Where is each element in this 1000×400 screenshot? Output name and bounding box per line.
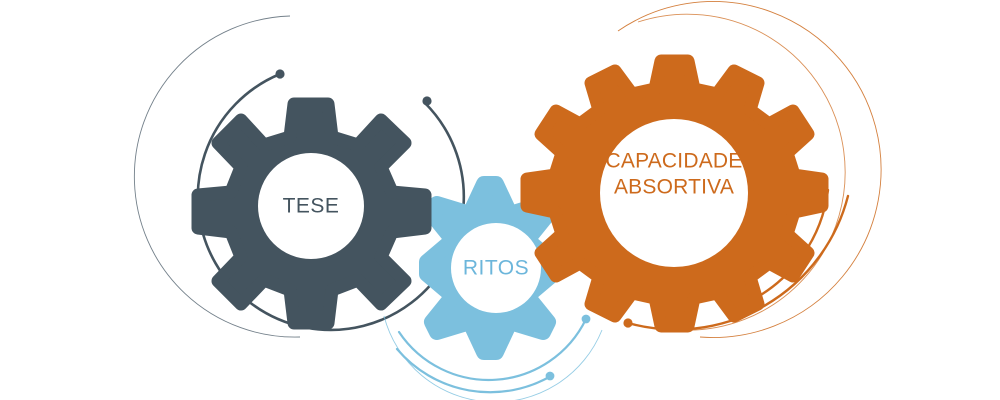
gear-tese-label: TESE [283, 195, 340, 218]
gear-tese-hub-icon [258, 153, 364, 259]
gear-tese[interactable]: TESE [191, 97, 432, 330]
arc-orange-mid-thin-icon [637, 13, 846, 331]
gear-capacidade-absortiva[interactable]: CAPACIDADE ABSORTIVA [520, 54, 829, 333]
arc-orange-outer-thin-icon [617, 1, 882, 338]
arc-orange-dot-lower-icon [623, 318, 633, 328]
arc-dark-dot-end-icon [422, 96, 432, 106]
arc-blue-dot-lower-icon [545, 371, 555, 381]
arc-blue-dot-upper-icon [581, 314, 591, 324]
gear-capacidade-label-line2: ABSORTIVA [614, 176, 734, 199]
gear-capacidade-label-line1: CAPACIDADE [606, 150, 743, 173]
arc-blue-lower-thick-icon [395, 347, 553, 394]
gear-ritos[interactable]: RITOS [419, 176, 561, 360]
gear-capacidade-hub-icon [600, 119, 748, 267]
arc-dark-dot-start-icon [275, 69, 285, 79]
gear-ritos-label: RITOS [463, 257, 529, 280]
gear-ritos-hub-icon [451, 223, 541, 313]
arc-dark-outer-thin-icon [134, 15, 301, 338]
arc-blue-inner-thick-icon [397, 317, 588, 382]
